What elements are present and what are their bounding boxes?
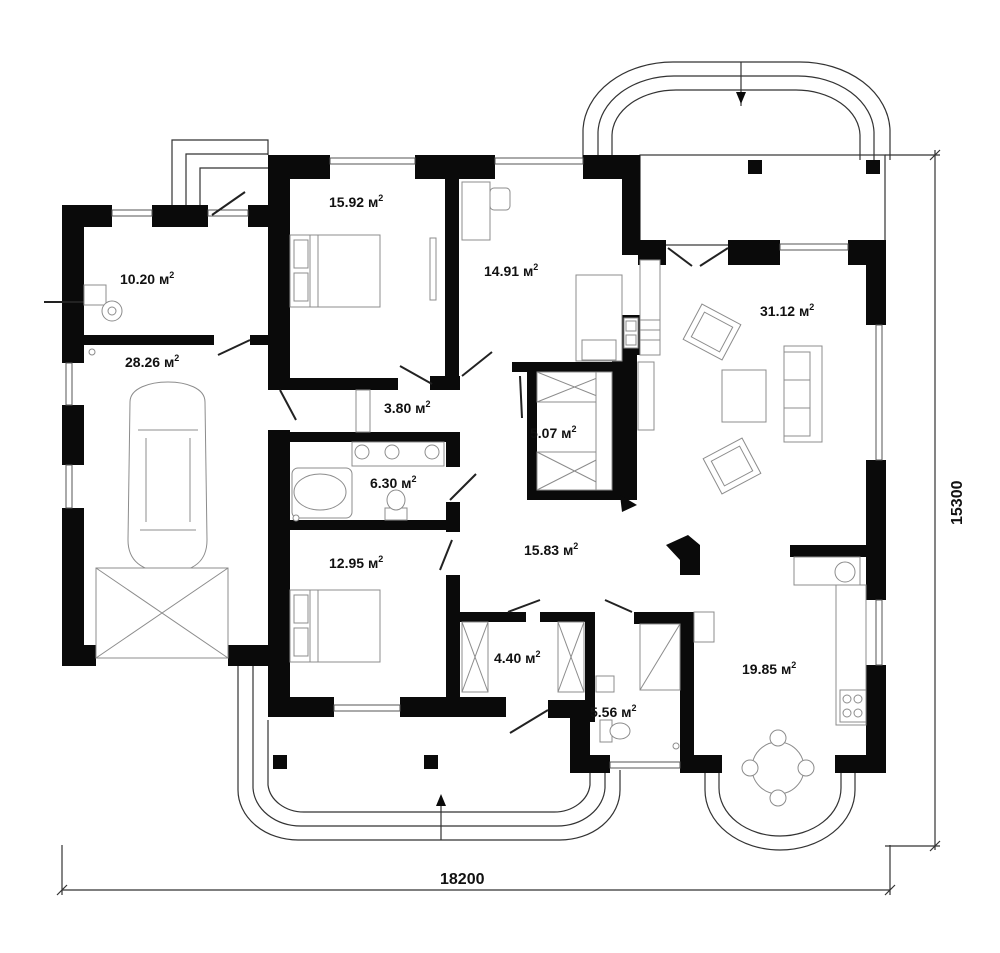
washbasin-icon [595, 675, 615, 693]
room-label-utility: 10.20 м2 [120, 270, 174, 287]
room-label-study: 14.91 м2 [484, 262, 538, 279]
toilet-icon [384, 489, 408, 521]
room-label-corridor: 3.80 м2 [384, 399, 431, 416]
wardrobe-icon-3 [461, 621, 585, 693]
room-label-bathroom: 6.30 м2 [370, 474, 417, 491]
dimension-height: 15300 [885, 149, 966, 852]
room-label-living: 31.12 м2 [760, 302, 814, 319]
room-label-bedroom-1: 15.92 м2 [329, 193, 383, 210]
armchair-icon [682, 303, 742, 361]
doors [44, 191, 729, 734]
sink-icon [351, 441, 445, 467]
car-icon [127, 381, 208, 573]
width-dimension-label: 18200 [440, 871, 485, 888]
room-label-wc: 5.56 м2 [590, 703, 637, 720]
room-label-dressing-1: 5.07 м2 [530, 424, 577, 441]
dining-table-icon [741, 729, 815, 807]
fireplace-icon [639, 259, 661, 356]
south-terrace [237, 665, 621, 841]
bed-icon-2 [289, 589, 381, 663]
armchair-icon-2 [702, 437, 762, 495]
desk-icon [461, 181, 623, 362]
wardrobe-icon [429, 237, 437, 301]
furniture [83, 181, 867, 807]
dimension-width: 18200 [56, 845, 896, 896]
boiler-icon [83, 284, 123, 322]
dining-bay [704, 770, 856, 851]
room-labels: 15.92 м2 10.20 м2 14.91 м2 31.12 м2 28.2… [120, 193, 814, 720]
height-dimension-label: 15300 [949, 480, 966, 525]
toilet-icon-2 [599, 719, 631, 743]
shower-icon [639, 623, 681, 691]
coffee-table-icon [721, 369, 767, 423]
room-label-dressing-2: 4.40 м2 [494, 649, 541, 666]
stove-icon [839, 689, 867, 723]
bathtub-icon [291, 467, 353, 519]
radiator-icon [623, 317, 639, 349]
room-label-garage: 28.26 м2 [125, 353, 179, 370]
bed-icon [289, 234, 381, 308]
wardrobe-icon-2 [536, 371, 613, 491]
windows [65, 157, 883, 769]
fridge-icon [693, 611, 715, 643]
entrance-porch [171, 139, 269, 210]
garage-pit-icon [95, 567, 229, 659]
room-label-hall: 15.83 м2 [524, 541, 578, 558]
column [355, 389, 371, 433]
tv-unit-icon [637, 361, 655, 431]
room-label-kitchen: 19.85 м2 [742, 660, 796, 677]
room-label-bedroom-2: 12.95 м2 [329, 554, 383, 571]
walls [62, 155, 886, 773]
sofa-icon [783, 345, 823, 443]
